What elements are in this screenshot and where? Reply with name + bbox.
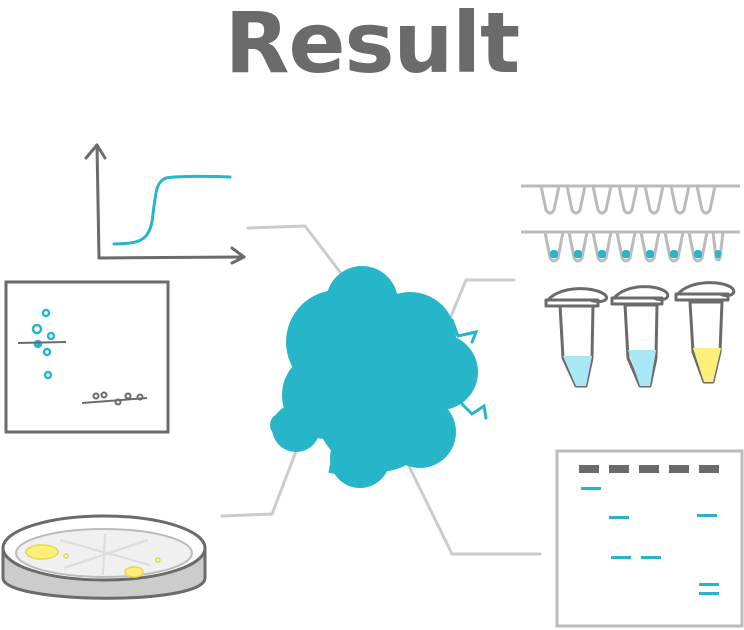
pcr-strip-bottom [521, 230, 740, 263]
gel-panel [555, 449, 744, 628]
scatter-plot-panel [4, 280, 170, 434]
petri-dish-icon [1, 514, 207, 600]
microtube-3 [674, 281, 736, 384]
gel-wells [579, 465, 719, 473]
colony [25, 544, 59, 560]
pcr-samples [550, 250, 721, 258]
scatter-points-grey [81, 391, 148, 406]
microtube-2 [610, 285, 670, 388]
axes [84, 143, 246, 265]
scatter-points-teal [31, 308, 56, 380]
dish-scratches [59, 533, 151, 576]
connector-gel [402, 454, 542, 556]
gel-bands [581, 487, 719, 595]
cell-receptors [450, 318, 488, 420]
growth-curve-panel [84, 143, 246, 265]
pcr-strip-top [521, 184, 740, 215]
sigmoid-curve [112, 174, 232, 246]
page-title: Result [224, 0, 520, 92]
colony [124, 566, 144, 578]
cell-icon [270, 266, 478, 488]
microtube-1 [544, 287, 609, 388]
